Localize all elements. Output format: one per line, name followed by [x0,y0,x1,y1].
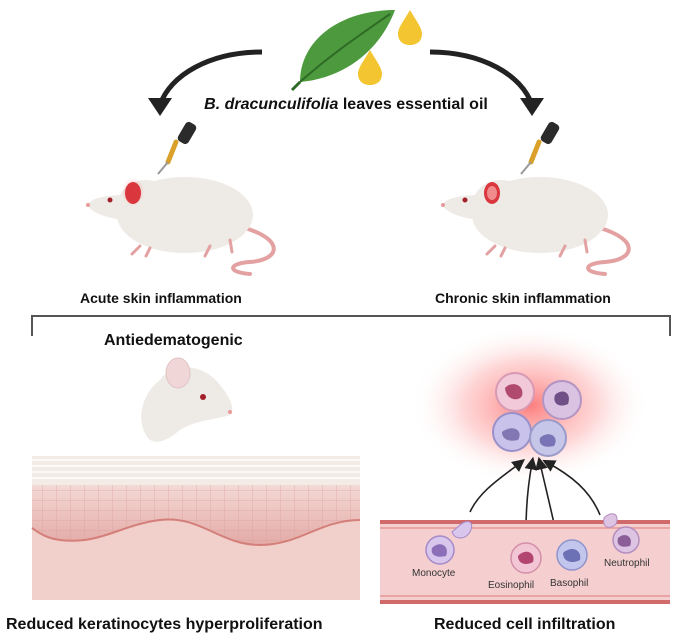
mouse-head [141,357,233,442]
arrow-to-chronic-icon [429,49,535,106]
species-name: B. dracunculifolia [204,96,339,113]
eosinophil-label: Eosinophil [488,580,535,591]
basophil-label: Basophil [550,578,589,589]
mouse-acute [86,177,276,276]
outcome-right-label: Reduced cell infiltration [434,616,616,633]
mouse-chronic [441,177,631,276]
infiltrated-cells [492,372,582,457]
monocyte-label: Monocyte [412,568,456,579]
title-rest: leaves essential oil [338,96,488,113]
dropper-icon [157,121,197,175]
bracket-divider [31,315,671,336]
figure-title: B. dracunculifolia leaves essential oil [0,96,692,114]
arrow-to-acute-icon [157,49,263,106]
outcome-left-label: Reduced keratinocytes hyperproliferation [6,616,323,633]
leaf-icon [290,10,395,92]
skin-section [31,456,361,600]
effect-label: Antiedematogenic [104,332,243,349]
neutrophil-label: Neutrophil [604,558,650,569]
blood-vessel [380,513,670,604]
chronic-label: Chronic skin inflammation [435,290,611,306]
dropper-icon [520,121,560,175]
oil-drop-icon [358,10,422,85]
acute-label: Acute skin inflammation [80,290,242,306]
